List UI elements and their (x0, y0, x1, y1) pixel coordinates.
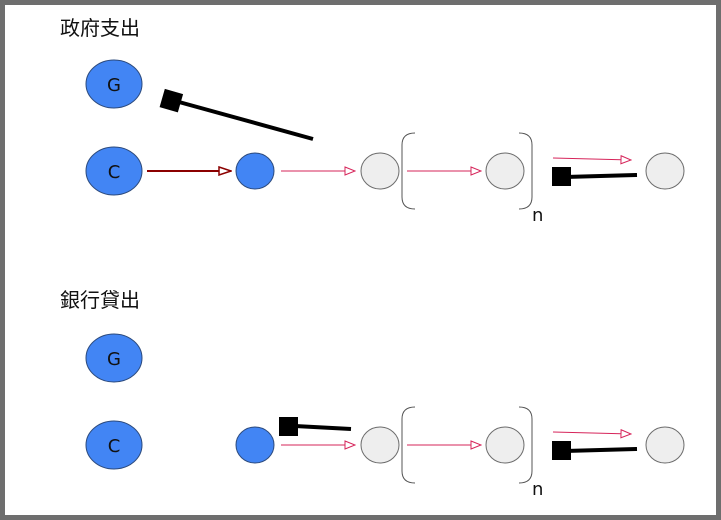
section-title: 銀行貸出 (60, 288, 140, 312)
block-connector (159, 88, 314, 141)
repeat-count-label: n (532, 479, 543, 500)
gray-node (360, 152, 400, 190)
section-bank-lending: 銀行貸出 G C n (60, 288, 685, 500)
c-node-label: C (108, 436, 121, 457)
c-node: C (85, 420, 143, 470)
c-node-label: C (108, 162, 121, 183)
g-node: G (85, 59, 143, 109)
section-government-spending: 政府支出 G C n (60, 16, 685, 226)
blue-node (235, 426, 275, 464)
gray-node (485, 152, 525, 190)
g-node: G (85, 333, 143, 383)
g-node-label: G (107, 75, 121, 96)
blue-node (235, 152, 275, 190)
block-connector (279, 417, 352, 436)
gray-node (485, 426, 525, 464)
diagram-svg: 政府支出 G C n (60, 16, 685, 500)
section-title: 政府支出 (60, 16, 140, 40)
repeat-count-label: n (532, 205, 543, 226)
block-connector (552, 441, 638, 460)
arrow-red (552, 432, 631, 434)
repeat-bracket (401, 132, 533, 210)
gray-node (360, 426, 400, 464)
gray-node (645, 426, 685, 464)
g-node-label: G (107, 349, 121, 370)
gray-node (645, 152, 685, 190)
block-connector (552, 167, 638, 186)
arrow-red (552, 158, 631, 160)
c-node: C (85, 146, 143, 196)
diagram-canvas: 政府支出 G C n (5, 5, 716, 515)
repeat-bracket (401, 406, 533, 484)
